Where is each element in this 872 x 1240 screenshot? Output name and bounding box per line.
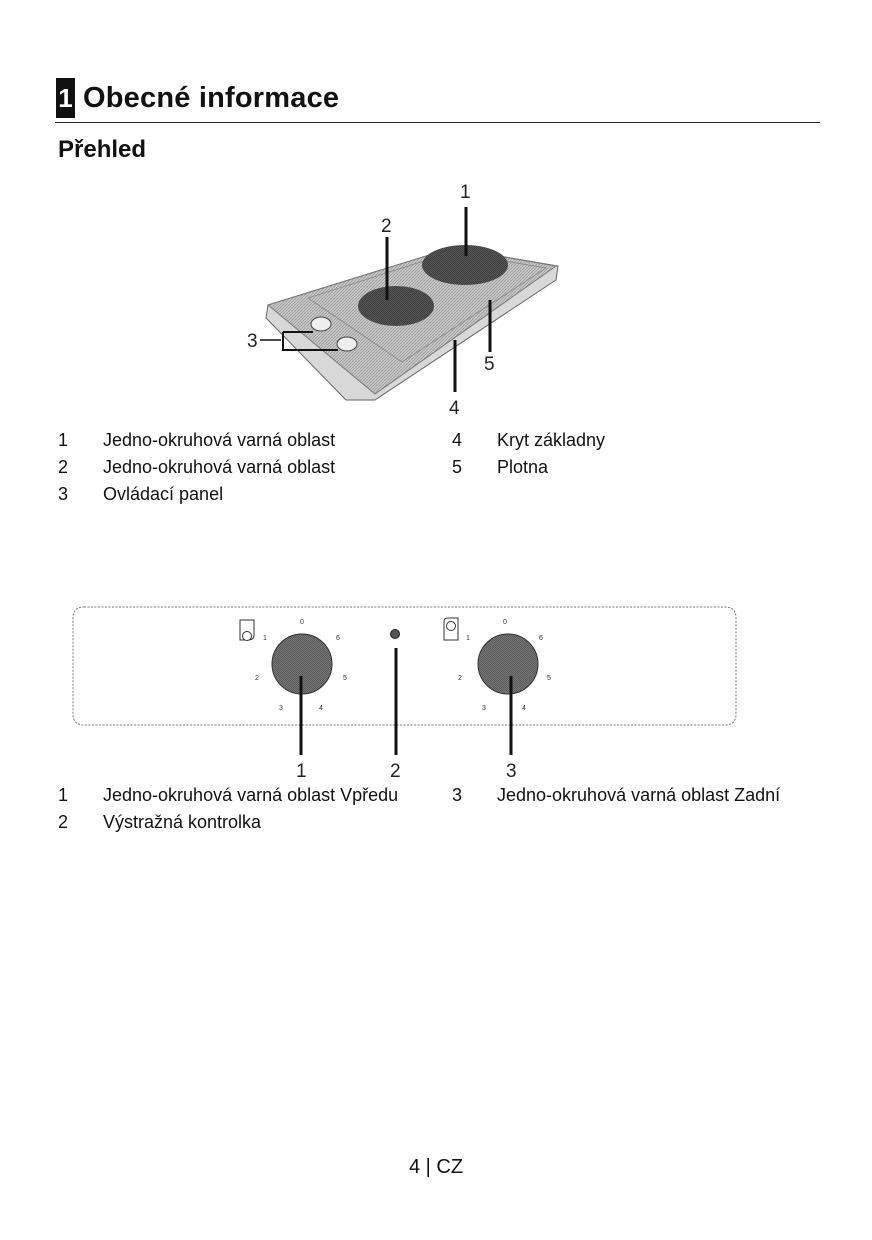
callout-3: 3 [247,331,258,352]
knob-label: 4 [522,705,526,712]
callout-4: 4 [449,398,460,419]
knob-rear-group: 0 1 2 3 4 5 6 [443,617,551,712]
knob-label: 6 [336,635,340,642]
callout-1: 1 [296,761,307,782]
legend-text: Jedno-okruhová varná oblast Vpředu [103,785,399,805]
figure2-legend-left: 1 Jedno-okruhová varná oblast Vpředu 2 Výs… [58,782,398,836]
rear-zone-icon [443,617,459,641]
chapter-title: Obecné informace [83,81,340,114]
legend-item: 2 Výstražná kontrolka [58,809,398,836]
knob-label: 5 [547,675,551,682]
legend-item: 1 Jedno-okruhová varná oblast Vpředu [58,782,398,809]
knob-front [336,336,358,352]
legend-item: 3 Jedno-okruhová varná oblast Zadní [452,782,780,809]
control-panel-figure: 0 1 2 3 4 5 6 0 1 2 3 4 5 6 1 2 3 [72,606,737,782]
language-code: CZ [436,1156,464,1178]
rear-zone-knob [477,633,539,695]
page-footer: 4 | CZ [0,1156,872,1179]
legend-text: Ovládací panel [103,484,224,504]
knob-label: 5 [343,675,347,682]
knob-rear [310,316,332,332]
chapter-heading: 1 Obecné informace [56,78,339,118]
knob-label: 1 [466,635,470,642]
hob-overview-figure: 1 2 3 4 5 [247,182,559,419]
callout-3: 3 [506,761,517,782]
legend-item: 3 Ovládací panel [58,481,335,508]
knob-label: 2 [458,675,462,682]
knob-label: 0 [503,619,507,626]
footer-separator: | [425,1156,431,1178]
hotplate-rear [422,245,508,285]
heading-rule [55,122,820,123]
legend-number: 4 [452,430,463,450]
legend-text: Kryt základny [497,430,606,450]
legend-number: 3 [452,785,463,805]
legend-item: 2 Jedno-okruhová varná oblast [58,454,335,481]
knob-label: 4 [319,705,323,712]
knob-label: 0 [300,619,304,626]
legend-text: Výstražná kontrolka [103,812,262,832]
knob-label: 6 [539,635,543,642]
warning-lamp [390,629,400,639]
legend-text: Jedno-okruhová varná oblast Zadní [497,785,781,805]
legend-number: 5 [452,457,463,477]
control-panel [72,606,737,726]
callout-5: 5 [484,354,495,375]
page-number: 4 [408,1156,421,1178]
figure2-legend-right: 3 Jedno-okruhová varná oblast Zadní [452,782,780,809]
legend-number: 2 [58,457,69,477]
legend-item: 4 Kryt základny [452,427,605,454]
legend-text: Plotna [497,457,549,477]
legend-item: 5 Plotna [452,454,605,481]
chapter-number: 1 [56,78,75,118]
legend-text: Jedno-okruhová varná oblast [103,457,336,477]
callout-2: 2 [390,761,401,782]
knob-front-group: 0 1 2 3 4 5 6 [239,619,347,712]
callout-1: 1 [460,182,471,203]
callout-2: 2 [381,216,392,237]
knob-label: 3 [482,705,486,712]
legend-item: 1 Jedno-okruhová varná oblast [58,427,335,454]
legend-number: 2 [58,812,69,832]
knob-label: 3 [279,705,283,712]
legend-text: Jedno-okruhová varná oblast [103,430,336,450]
hotplate-front [358,286,434,326]
knob-label: 1 [263,635,267,642]
figure1-legend-right: 4 Kryt základny 5 Plotna [452,427,605,481]
legend-number: 3 [58,484,69,504]
section-title: Přehled [58,136,147,163]
legend-number: 1 [58,430,69,450]
knob-label: 2 [255,675,259,682]
legend-number: 1 [58,785,69,805]
